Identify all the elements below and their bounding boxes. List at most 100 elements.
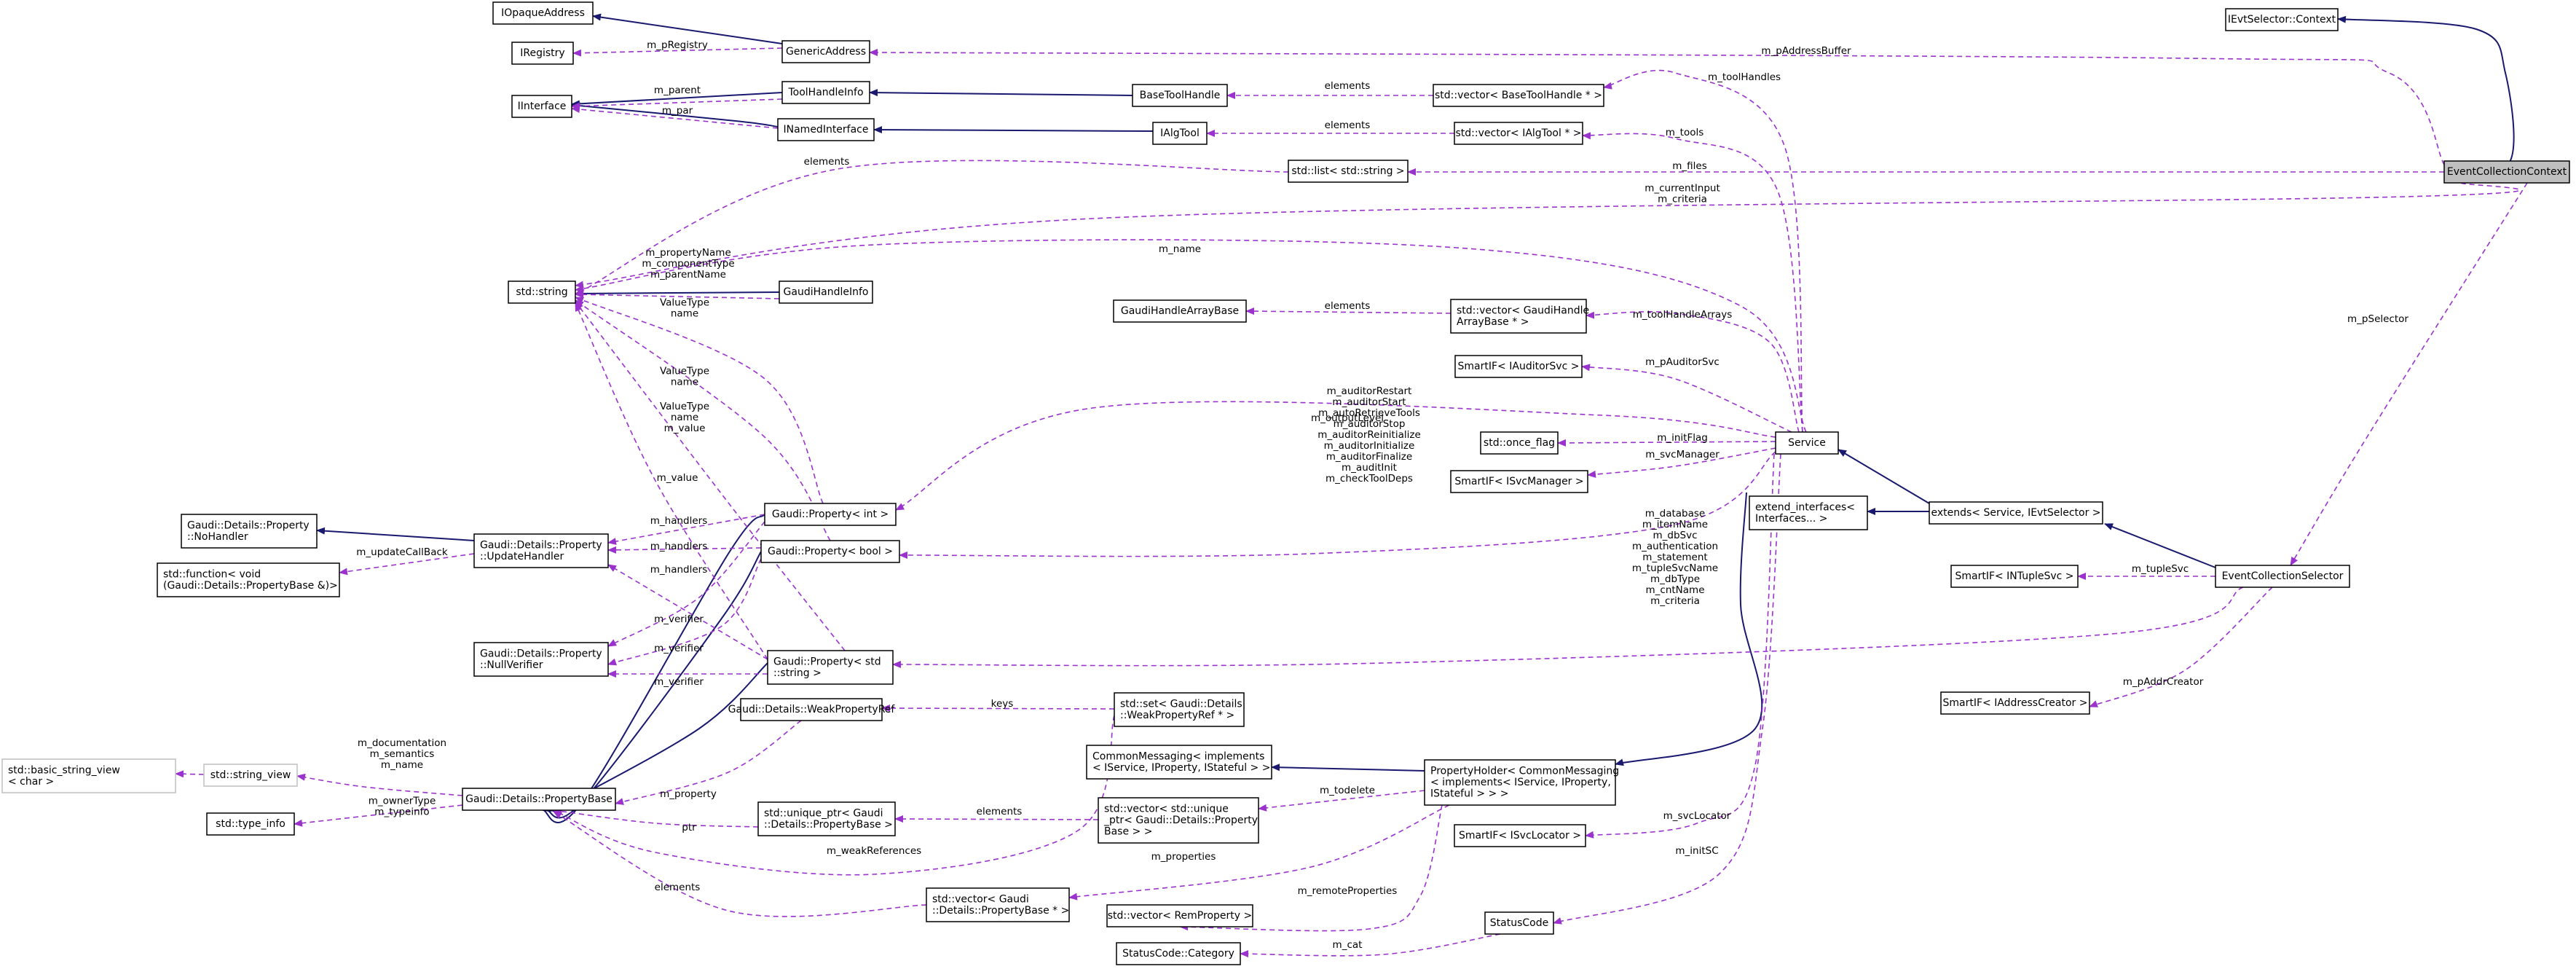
- class-node-label: StatusCode::Category: [1122, 948, 1234, 960]
- class-node-box: [1940, 691, 2090, 715]
- class-node-weakref[interactable]: Gaudi::Details::WeakPropertyRef: [728, 698, 896, 721]
- class-node-onceflag[interactable]: std::once_flag: [1480, 431, 1559, 455]
- class-node-propbase[interactable]: Gaudi::Details::PropertyBase: [462, 788, 616, 811]
- class-node-propholder[interactable]: PropertyHolder< CommonMessaging< impleme…: [1424, 759, 1619, 806]
- class-node-setweak[interactable]: std::set< Gaudi::Details::WeakPropertyRe…: [1114, 692, 1245, 727]
- class-node-smartsvcl[interactable]: SmartIF< ISvcLocator >: [1454, 824, 1586, 847]
- edge-label: m_pRegistry: [647, 39, 708, 51]
- class-node-propint[interactable]: Gaudi::Property< int >: [764, 503, 897, 526]
- class-node-label: std::vector< RemProperty >: [1108, 910, 1252, 922]
- edge-label: m_files: [1672, 160, 1707, 172]
- class-node-basetoolh[interactable]: BaseToolHandle: [1132, 84, 1228, 107]
- inheritance-edge: [1271, 764, 1425, 772]
- class-node-statuscode[interactable]: StatusCode: [1484, 911, 1554, 935]
- class-node-vecpb[interactable]: std::vector< Gaudi::Details::PropertyBas…: [926, 887, 1070, 922]
- class-node-label: std::vector< IAlgTool * >: [1456, 128, 1582, 139]
- edge-label: m_auditorStop: [1334, 418, 1406, 430]
- usage-edge: [575, 297, 824, 504]
- class-node-box: [1450, 299, 1587, 334]
- class-node-vecalg[interactable]: std::vector< IAlgTool * >: [1454, 122, 1583, 145]
- class-node-gaudiharr[interactable]: GaudiHandleArrayBase: [1113, 299, 1247, 323]
- class-node-label: < IService, IProperty, IStateful > >: [1092, 762, 1270, 774]
- class-node-iregistry[interactable]: IRegistry: [511, 42, 574, 65]
- class-node-smartaddr[interactable]: SmartIF< IAddressCreator >: [1940, 691, 2090, 715]
- class-node-iopaque[interactable]: IOpaqueAddress: [492, 1, 594, 25]
- class-node-label: EventCollectionContext: [2447, 166, 2567, 178]
- class-node-box: [511, 95, 572, 118]
- class-node-label: ToolHandleInfo: [787, 87, 863, 98]
- class-node-box: [1749, 495, 1868, 530]
- edge-label: m_properties: [1151, 851, 1216, 863]
- edge-label: m_auditorRestart: [1327, 385, 1412, 397]
- class-node-gaudihinfo[interactable]: GaudiHandleInfo: [779, 280, 873, 304]
- class-node-nohandler[interactable]: Gaudi::Details::Property::NoHandler: [181, 514, 318, 549]
- class-node-box: [757, 801, 896, 836]
- class-node-ecsel[interactable]: EventCollectionSelector: [2215, 565, 2350, 588]
- class-node-vecrem[interactable]: std::vector< RemProperty >: [1106, 904, 1253, 927]
- class-node-extends[interactable]: extends< Service, IEvtSelector >: [1929, 501, 2103, 525]
- class-node-label: Gaudi::Details::WeakPropertyRef: [728, 704, 896, 715]
- usage-edge: [1557, 439, 1776, 447]
- edge-labels: m_pRegistrym_parentm_parelementselements…: [356, 39, 2408, 951]
- class-node-iinterface[interactable]: IInterface: [511, 95, 572, 118]
- inheritance-edge: [571, 102, 779, 128]
- class-node-smartaud[interactable]: SmartIF< IAuditorSvc >: [1454, 355, 1583, 378]
- class-node-smartsvcm[interactable]: SmartIF< ISvcManager >: [1450, 470, 1588, 493]
- class-node-label: ::Details::PropertyBase * >: [932, 905, 1069, 917]
- class-node-box: [1106, 904, 1253, 927]
- edge-label: m_authentication: [1632, 541, 1718, 552]
- edge-label: m_toolHandleArrays: [1633, 309, 1732, 321]
- class-node-label: std::unique_ptr< Gaudi: [764, 807, 883, 819]
- edge-label: m_tools: [1666, 127, 1704, 138]
- edge-label: m_verifier: [654, 643, 704, 654]
- usage-edge: [1179, 804, 1443, 932]
- class-node-ialgtool[interactable]: IAlgTool: [1152, 122, 1208, 145]
- class-node-label: std::vector< std::unique: [1104, 804, 1229, 815]
- usage-edge: [553, 715, 1115, 876]
- inheritance-edge: [1615, 492, 1763, 766]
- class-node-stdfunc[interactable]: std::function< void(Gaudi::Details::Prop…: [157, 562, 340, 597]
- usage-edge: [607, 521, 765, 647]
- class-node-genaddr[interactable]: GenericAddress: [781, 40, 870, 63]
- class-node-ecctx[interactable]: EventCollectionContext: [2443, 160, 2570, 184]
- class-node-label: EventCollectionSelector: [2222, 570, 2344, 582]
- class-node-commsg[interactable]: CommonMessaging< implements< IService, I…: [1086, 745, 1272, 780]
- class-node-propstr[interactable]: Gaudi::Property< std::string >: [767, 650, 894, 685]
- class-node-toolhinfo[interactable]: ToolHandleInfo: [781, 81, 870, 104]
- class-node-ievtctx[interactable]: IEvtSelector::Context: [2225, 8, 2339, 31]
- edge-label: m_currentInput: [1645, 183, 1720, 195]
- class-node-label: Gaudi::Property< std: [773, 656, 881, 667]
- edge-label: m_itemName: [1642, 519, 1708, 530]
- edge-label: m_svcManager: [1645, 449, 1720, 460]
- class-node-propbool[interactable]: Gaudi::Property< bool >: [760, 540, 900, 563]
- class-node-typeinfo[interactable]: std::type_info: [206, 812, 295, 836]
- class-node-sccat[interactable]: StatusCode::Category: [1116, 942, 1241, 965]
- class-node-box: [1086, 745, 1272, 780]
- class-node-box: [1116, 942, 1241, 965]
- class-node-vecgha[interactable]: std::vector< GaudiHandleArrayBase * >: [1450, 299, 1589, 334]
- edge-label: m_auditInit: [1342, 462, 1397, 474]
- usage-edge: [2290, 182, 2528, 566]
- class-node-box: [1, 758, 176, 793]
- class-node-label: < implements< IService, IProperty,: [1430, 777, 1611, 788]
- class-node-inamed[interactable]: INamedInterface: [777, 118, 875, 141]
- class-node-basicsv[interactable]: std::basic_string_view< char >: [1, 758, 176, 793]
- class-node-liststr[interactable]: std::list< std::string >: [1288, 160, 1409, 183]
- inheritance-edge: [316, 527, 475, 541]
- class-node-label: std::type_info: [216, 818, 285, 830]
- class-node-smartntup[interactable]: SmartIF< INTupleSvc >: [1950, 565, 2079, 588]
- edge-label: m_weakReferences: [827, 845, 921, 857]
- class-node-box: [767, 650, 894, 685]
- class-node-updhandler[interactable]: Gaudi::Details::Property::UpdateHandler: [473, 533, 609, 568]
- class-node-vecbth[interactable]: std::vector< BaseToolHandle * >: [1433, 84, 1604, 107]
- class-node-vecuniq[interactable]: std::vector< std::unique_ptr< Gaudi::Det…: [1098, 797, 1259, 844]
- edge-label: name: [671, 308, 698, 320]
- class-node-label: ArrayBase * >: [1457, 316, 1529, 328]
- class-node-extiface[interactable]: extend_interfaces<Interfaces... >: [1749, 495, 1868, 530]
- class-node-service[interactable]: Service: [1775, 431, 1839, 455]
- class-node-nullver[interactable]: Gaudi::Details::Property::NullVerifier: [473, 642, 609, 677]
- class-node-box: [1288, 160, 1409, 183]
- class-node-stdstring[interactable]: std::string: [508, 280, 576, 304]
- class-node-strview[interactable]: std::string_view: [203, 764, 298, 787]
- class-node-uniqptr[interactable]: std::unique_ptr< Gaudi::Details::Propert…: [757, 801, 896, 836]
